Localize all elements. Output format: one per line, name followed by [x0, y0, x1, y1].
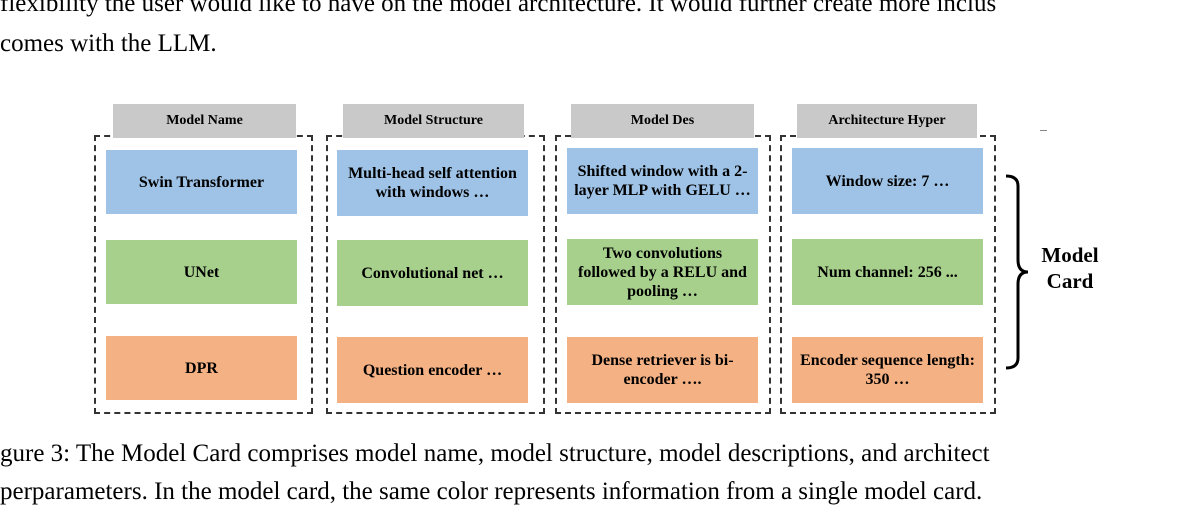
header-model-structure: Model Structure — [343, 104, 524, 138]
cell-model-structure-3: Question encoder … — [337, 337, 528, 403]
cell-model-des-3: Dense retriever is bi-encoder …. — [567, 337, 758, 403]
header-architecture-hyper: Architecture Hyper — [797, 104, 977, 138]
figure-caption-line-1: gure 3: The Model Card comprises model n… — [0, 440, 990, 467]
cell-architecture-hyper-1: Window size: 7 … — [792, 148, 983, 214]
cell-model-structure-1: Multi-head self attention with windows … — [337, 150, 528, 216]
cell-model-des-1: Shifted window with a 2-layer MLP with G… — [567, 148, 758, 214]
body-text-line-2: comes with the LLM. — [0, 30, 217, 57]
figure-caption-line-2: perparameters. In the model card, the sa… — [0, 478, 983, 505]
curly-brace-icon — [1005, 174, 1029, 370]
cell-model-name-1: Swin Transformer — [106, 150, 297, 214]
header-model-des: Model Des — [571, 104, 754, 138]
cell-model-structure-2: Convolutional net … — [337, 240, 528, 306]
body-text-line-1: flexibility the user would like to have … — [0, 0, 997, 17]
cell-architecture-hyper-3: Encoder sequence length: 350 … — [792, 337, 983, 403]
cell-model-name-2: UNet — [106, 240, 297, 304]
cell-architecture-hyper-2: Num channel: 256 ... — [792, 239, 983, 305]
model-card-label: Model Card — [1041, 243, 1099, 293]
stray-mark — [1040, 130, 1047, 131]
header-model-name: Model Name — [113, 104, 296, 138]
cell-model-des-2: Two convolutions followed by a RELU and … — [567, 239, 758, 305]
cell-model-name-3: DPR — [106, 336, 297, 400]
